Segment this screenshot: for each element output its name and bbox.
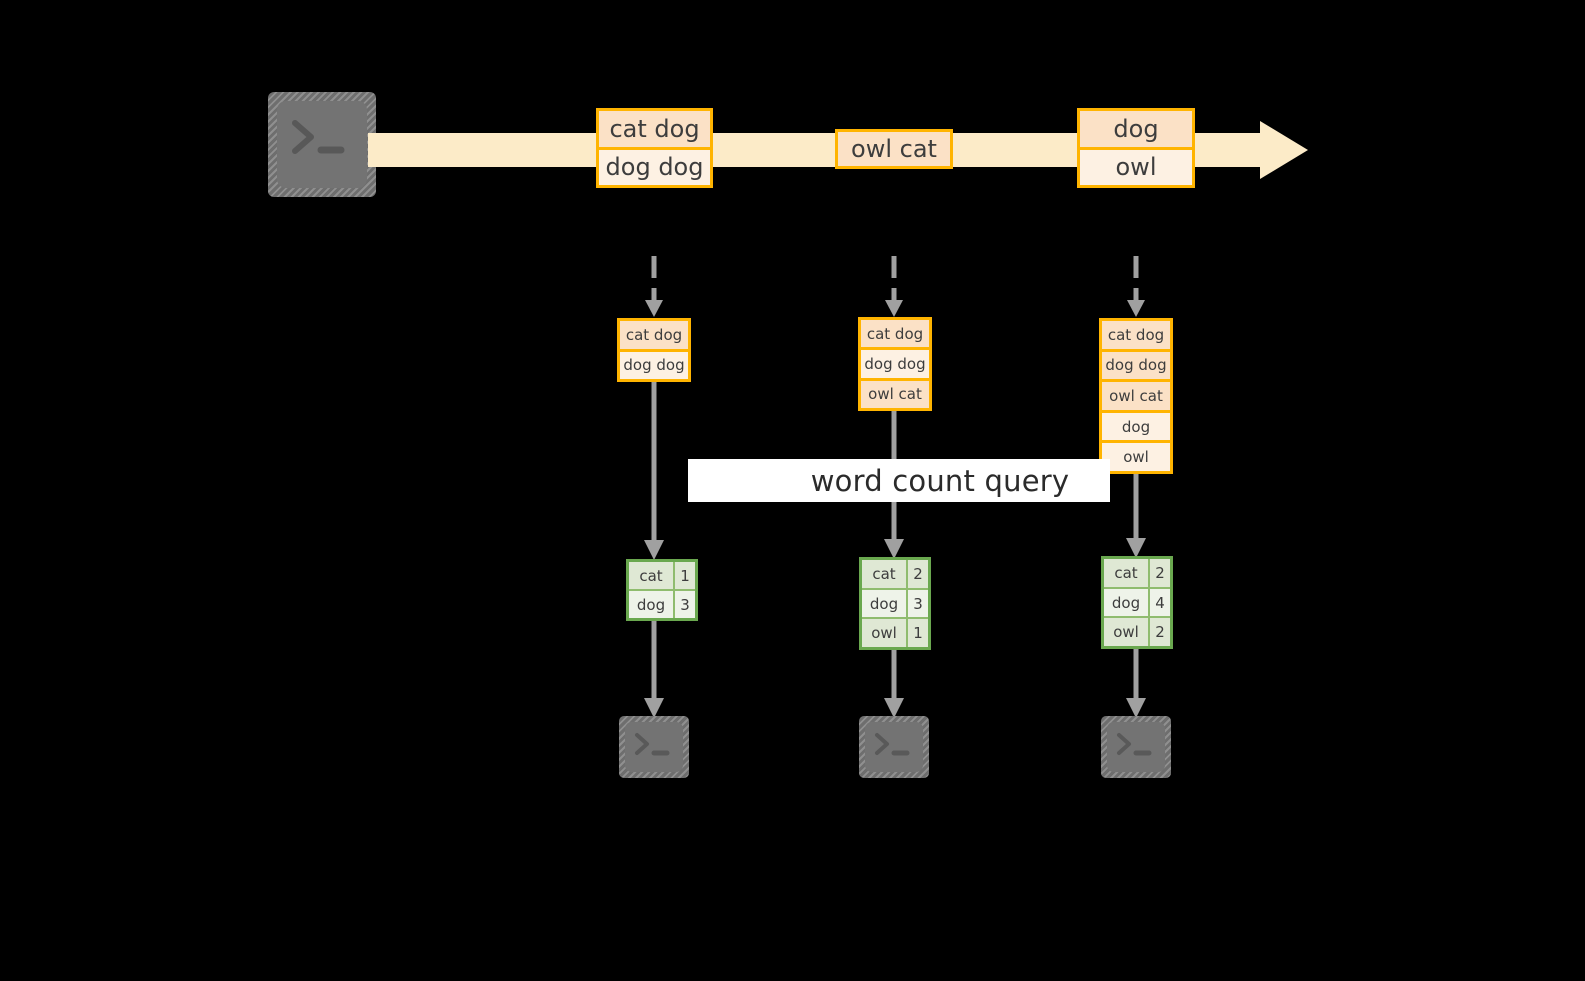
terminal-prompt-icon (292, 120, 345, 154)
input-row: dog (1102, 412, 1170, 444)
timeline-event-box-2: owl cat (835, 129, 953, 169)
dashed-arrow-down-column-3 (1127, 256, 1145, 317)
result-table-column-3: cat 2 dog 4 owl 2 (1101, 556, 1173, 649)
result-row: dog 3 (862, 589, 928, 620)
input-table-column-1: cat dog dog dog (617, 318, 691, 382)
terminal-icon-sink-column-2 (859, 716, 929, 778)
result-word: owl (862, 619, 908, 648)
result-count: 3 (675, 591, 695, 618)
timeline-event-line: dog dog (599, 149, 710, 185)
result-row: cat 2 (1104, 559, 1170, 589)
query-arrow-column-1 (644, 382, 664, 560)
result-count: 2 (908, 560, 928, 588)
input-row: owl cat (861, 380, 929, 408)
terminal-screen (277, 101, 367, 188)
dashed-arrow-down-column-1 (645, 256, 663, 317)
result-word: cat (862, 560, 908, 588)
result-count: 1 (675, 562, 695, 589)
sink-arrow-column-2 (884, 650, 904, 718)
input-row: dog dog (1102, 351, 1170, 383)
timeline-event-line: owl (1080, 149, 1192, 185)
timeline-event-line: dog (1080, 111, 1192, 150)
terminal-screen (1107, 722, 1165, 772)
result-word: dog (629, 591, 675, 618)
input-row: dog dog (861, 350, 929, 381)
result-count: 2 (1150, 618, 1170, 647)
dashed-arrow-down-column-2 (885, 256, 903, 317)
input-row: cat dog (1102, 321, 1170, 352)
query-arrow-column-3 (1126, 474, 1146, 558)
terminal-screen (865, 722, 923, 772)
input-row: dog dog (620, 351, 688, 379)
result-row: dog 3 (629, 591, 695, 618)
result-table-column-1: cat 1 dog 3 (626, 559, 698, 621)
terminal-prompt-icon (1117, 733, 1152, 756)
timeline-event-line: owl cat (838, 132, 950, 166)
result-count: 4 (1150, 588, 1170, 617)
result-row: dog 4 (1104, 588, 1170, 619)
result-word: cat (1104, 559, 1150, 587)
result-row: cat 2 (862, 560, 928, 590)
terminal-screen (625, 722, 683, 772)
result-word: dog (1104, 588, 1150, 617)
result-word: cat (629, 562, 675, 589)
result-row: cat 1 (629, 562, 695, 591)
result-count: 3 (908, 589, 928, 618)
input-table-column-3: cat dog dog dog owl cat dog owl (1099, 318, 1173, 474)
terminal-prompt-icon (635, 733, 670, 756)
result-row: owl 2 (1104, 618, 1170, 647)
sink-arrow-column-1 (644, 621, 664, 718)
input-row: owl (1102, 443, 1170, 471)
result-row: owl 1 (862, 619, 928, 648)
input-row: cat dog (861, 320, 929, 351)
result-count: 2 (1150, 559, 1170, 587)
result-count: 1 (908, 619, 928, 648)
input-table-column-2: cat dog dog dog owl cat (858, 317, 932, 411)
input-row: owl cat (1102, 382, 1170, 413)
input-row: cat dog (620, 321, 688, 352)
query-banner: word count query (688, 459, 1110, 502)
query-banner-label: word count query (810, 463, 1070, 498)
terminal-icon-sink-column-1 (619, 716, 689, 778)
terminal-icon-sink-column-3 (1101, 716, 1171, 778)
terminal-icon-source (268, 92, 376, 197)
result-word: owl (1104, 618, 1150, 647)
terminal-prompt-icon (875, 733, 910, 756)
timeline-event-line: cat dog (599, 111, 710, 150)
timeline-event-box-3: dog owl (1077, 108, 1195, 188)
result-table-column-2: cat 2 dog 3 owl 1 (859, 557, 931, 650)
sink-arrow-column-3 (1126, 649, 1146, 718)
timeline-arrowhead-icon (1260, 121, 1308, 179)
timeline-event-box-1: cat dog dog dog (596, 108, 713, 188)
result-word: dog (862, 589, 908, 618)
